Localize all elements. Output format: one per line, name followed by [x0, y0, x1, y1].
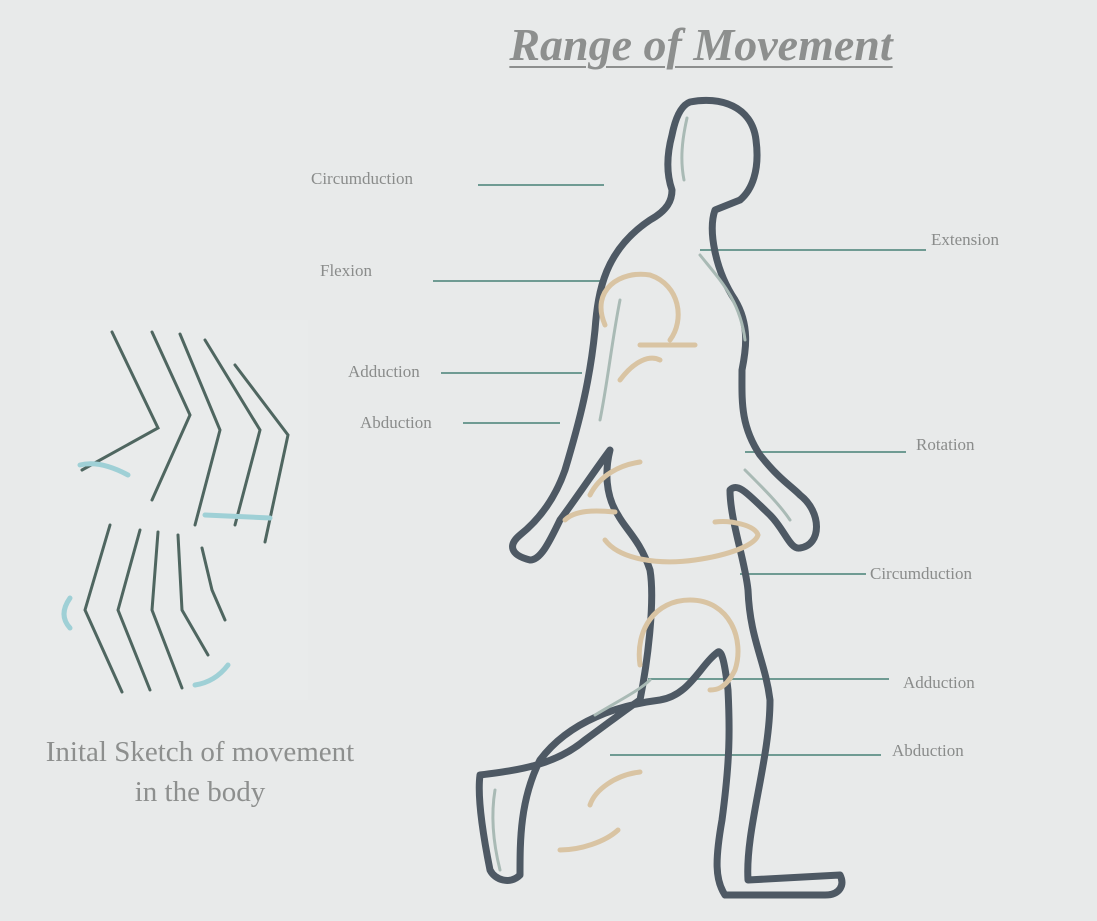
arrow-ankle-2	[560, 830, 618, 850]
inner-stroke-foot	[493, 790, 500, 870]
arrow-elbow	[620, 358, 660, 380]
arrow-wrist-2	[565, 511, 615, 520]
body-outline	[479, 100, 842, 895]
arrow-shoulder-flexion	[601, 274, 678, 340]
arrow-ankle-1	[590, 772, 640, 805]
inner-stroke-head	[682, 118, 687, 180]
